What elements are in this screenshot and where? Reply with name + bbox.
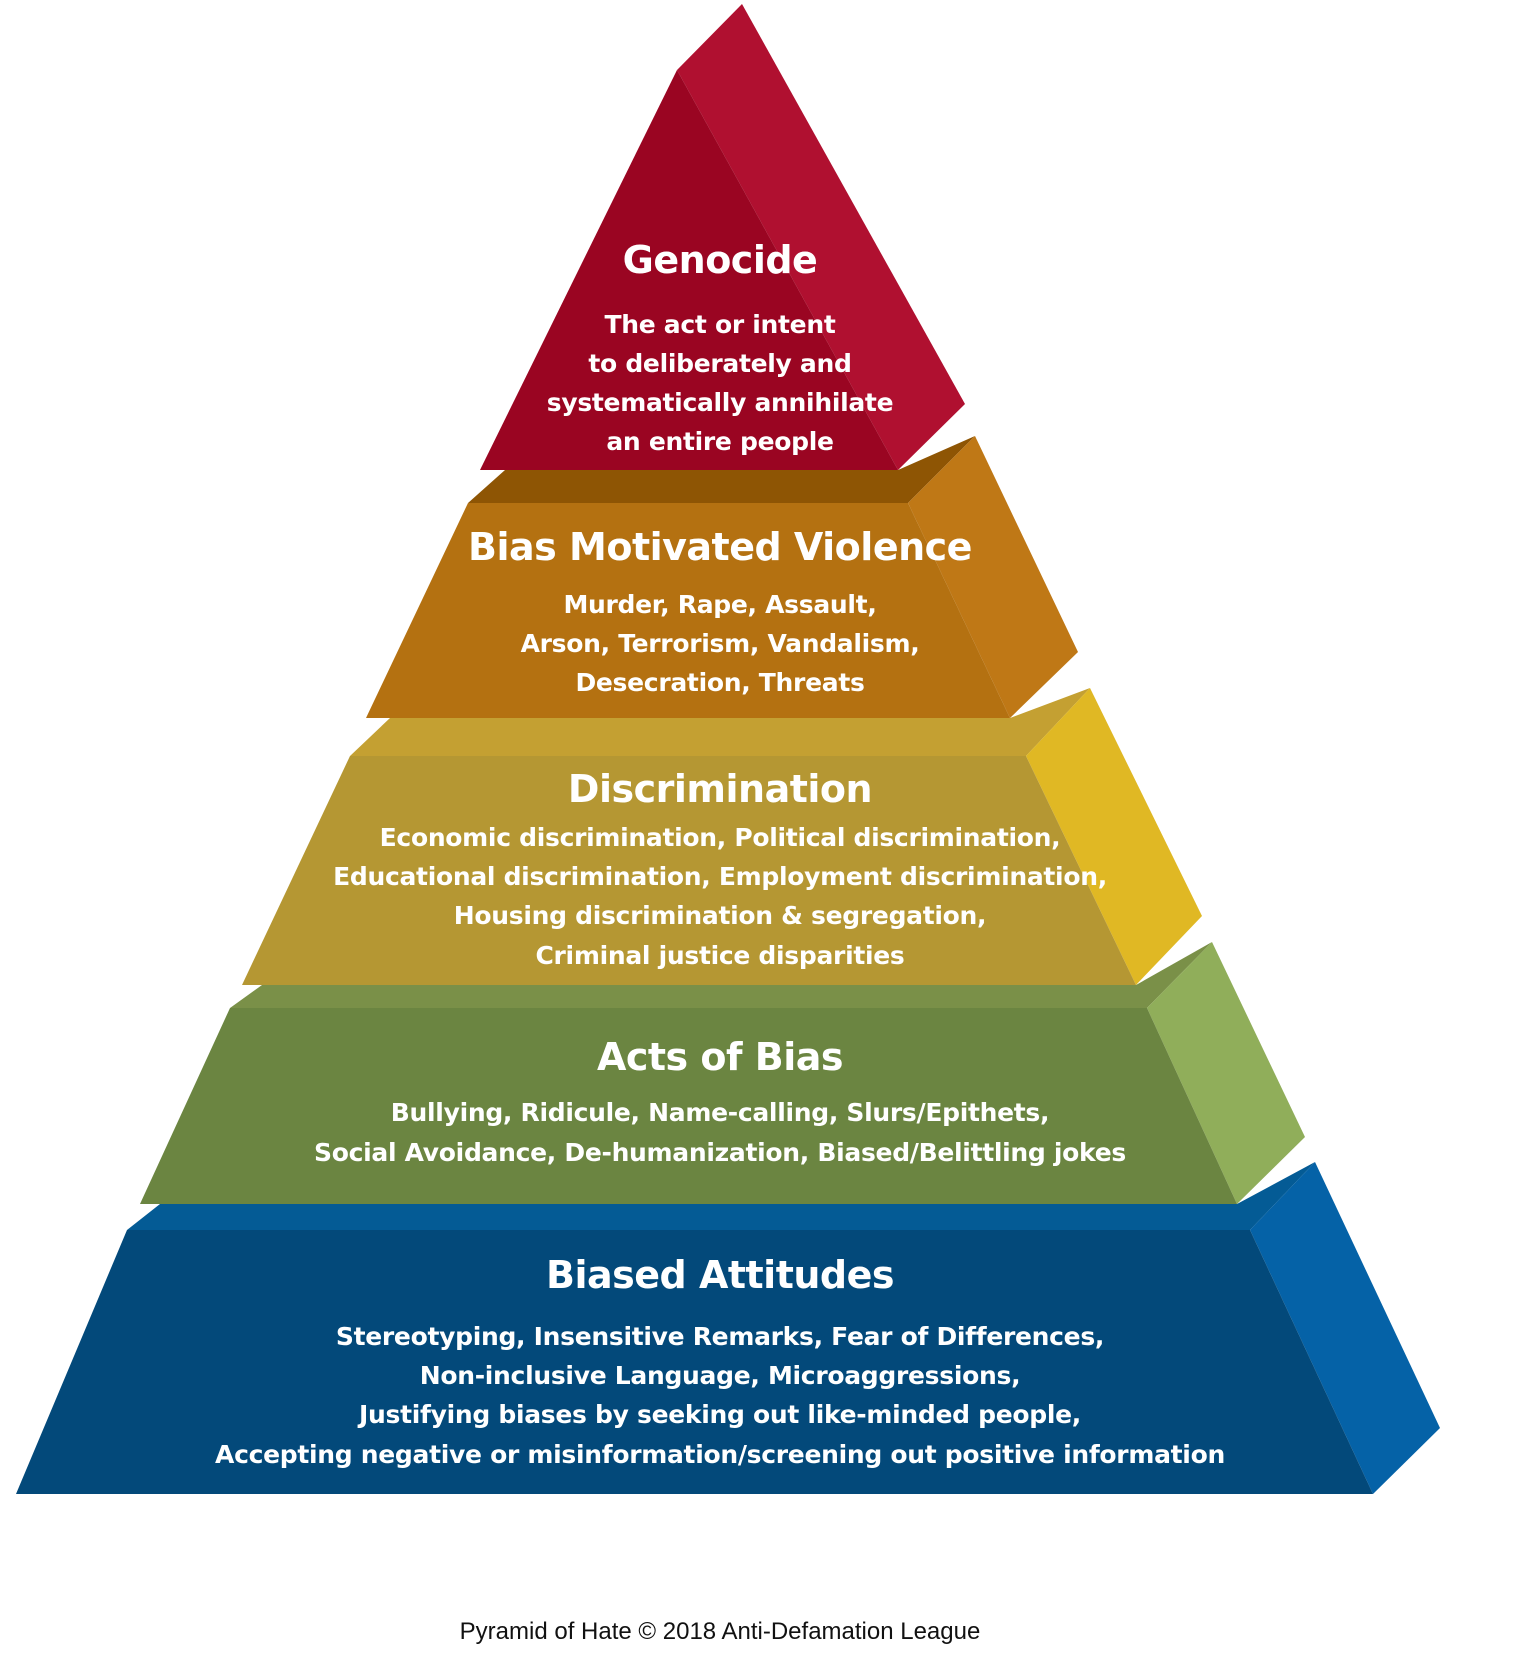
discrimination-side <box>1026 688 1202 985</box>
discrimination-line: Economic discrimination, Political discr… <box>379 823 1061 852</box>
genocide-front <box>480 70 898 470</box>
violence-line: Desecration, Threats <box>575 668 865 697</box>
acts-line: Bullying, Ridicule, Name-calling, Slurs/… <box>390 1098 1050 1127</box>
genocide-line: to deliberately and <box>588 349 852 378</box>
attitudes-side <box>1250 1162 1440 1494</box>
genocide-side <box>677 4 965 470</box>
attitudes-title: Biased Attitudes <box>545 1253 895 1297</box>
discrimination-line: Criminal justice disparities <box>535 941 905 970</box>
violence-line: Murder, Rape, Assault, <box>563 590 877 619</box>
genocide-title: Genocide <box>622 238 818 282</box>
copyright-caption: Pyramid of Hate © 2018 Anti-Defamation L… <box>459 1618 981 1645</box>
discrimination-line: Educational discrimination, Employment d… <box>333 862 1107 891</box>
genocide-line: The act or intent <box>604 310 836 339</box>
attitudes-line: Justifying biases by seeking out like-mi… <box>359 1400 1081 1429</box>
acts-line: Social Avoidance, De-humanization, Biase… <box>314 1138 1126 1167</box>
violence-line: Arson, Terrorism, Vandalism, <box>520 629 920 658</box>
attitudes-top <box>127 1162 1315 1230</box>
attitudes-line: Stereotyping, Insensitive Remarks, Fear … <box>335 1322 1105 1351</box>
acts-top <box>230 942 1212 1008</box>
violence-title: Bias Motivated Violence <box>468 525 972 569</box>
acts-front <box>140 1008 1237 1204</box>
discrimination-line: Housing discrimination & segregation, <box>453 901 987 930</box>
attitudes-line: Non-inclusive Language, Microaggressions… <box>419 1361 1021 1390</box>
violence-top <box>468 436 975 503</box>
violence-side <box>908 436 1078 718</box>
acts-title: Acts of Bias <box>596 1035 844 1079</box>
attitudes-line: Accepting negative or misinformation/scr… <box>215 1440 1225 1469</box>
violence-front <box>366 503 1010 718</box>
genocide-line: an entire people <box>606 427 834 456</box>
discrimination-title: Discrimination <box>567 767 873 811</box>
discrimination-front <box>242 756 1136 985</box>
discrimination-top <box>350 688 1090 756</box>
genocide-line: systematically annihilate <box>546 388 894 417</box>
attitudes-front <box>16 1230 1373 1494</box>
acts-side <box>1147 942 1305 1204</box>
